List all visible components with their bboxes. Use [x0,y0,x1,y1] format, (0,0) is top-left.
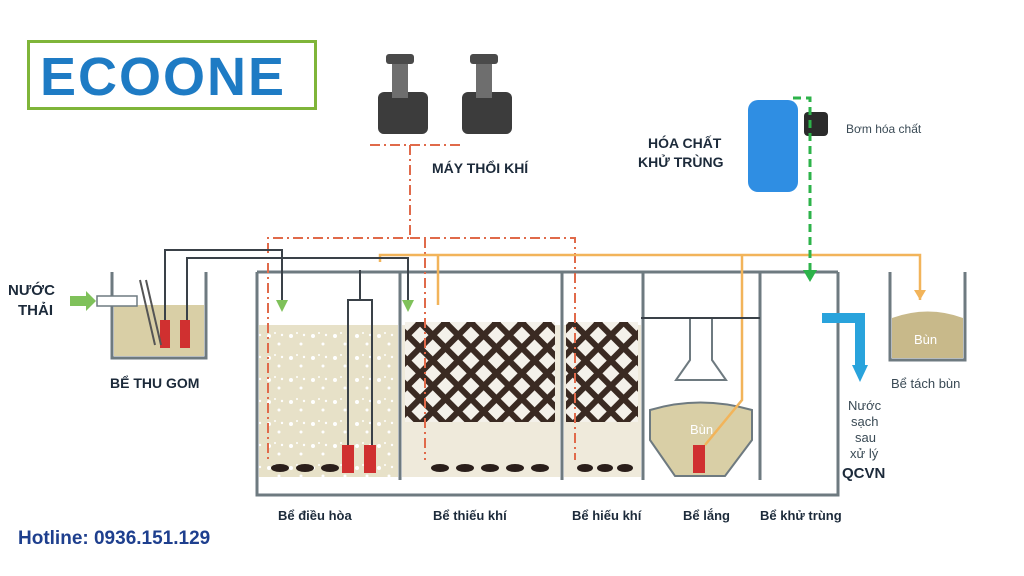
settling-baffle [674,318,728,381]
hotline-text: Hotline: 0936.151.129 [18,528,211,549]
inlet-label-2: THẢI [18,302,53,319]
inlet-arrow [70,291,96,311]
anoxic-media [405,322,555,422]
sludge-tank-label: Bể tách bùn [891,376,961,391]
process-pipes [164,249,760,445]
air-arrow-1 [276,300,288,312]
chemical-line [793,96,812,275]
standard-label: QCVN [842,465,886,482]
chemical-tank [748,100,798,192]
outlet-label-1: Nước [848,398,882,413]
tank-label-equalization: Bể điều hòa [278,508,352,523]
outlet-label-4: xử lý [850,446,879,461]
sludge-tank-fill [892,311,963,358]
aerobic-diffusers [577,464,633,472]
outlet-label-2: sạch [851,414,879,429]
sludge-label-right: Bùn [914,332,938,347]
blower-label: MÁY THỔI KHÍ [432,160,529,176]
tank-label-aerobic: Bể hiếu khí [572,508,642,523]
outlet-pipe [822,313,865,368]
collection-fill [114,305,204,356]
air-blower-1 [378,54,428,134]
equalization-diffusers [271,464,339,472]
company-logo: ECOONE [27,40,317,110]
air-arrow-2 [402,300,414,312]
outlet-label-3: sau [855,430,876,445]
sludge-arrow [914,290,926,300]
outlet-arrow [852,365,868,382]
chem-arrow [803,270,817,282]
chemical-label-2: KHỬ TRÙNG [638,154,724,170]
anoxic-diffusers [431,464,549,472]
inlet-pipe [96,295,138,307]
tank-label-disinfection: Bể khử trùng [760,508,842,523]
air-blower-2 [462,54,512,134]
tank-label-settling: Bể lắng [683,508,730,523]
chem-pump-label: Bơm hóa chất [846,122,922,136]
equalization-pump-1 [342,445,354,473]
collection-pump-2 [180,320,190,348]
chemical-pump [804,112,828,136]
aerobic-media [566,322,638,422]
logo-text: ECOONE [40,47,287,107]
sludge-label-settling: Bùn [690,422,714,437]
settling-cone [649,401,753,477]
tank-label-anoxic: Bể thiếu khí [433,508,507,523]
air-lines [267,144,576,460]
chemical-label-1: HÓA CHẤT [648,135,722,151]
collection-pump-1 [160,320,170,348]
tank-walls [110,270,967,497]
collection-label: BỂ THU GOM [110,375,200,391]
equalization-fill [259,325,398,477]
inlet-label-1: NƯỚC [8,282,55,299]
equalization-pump-2 [364,445,376,473]
settling-pump [693,445,705,473]
